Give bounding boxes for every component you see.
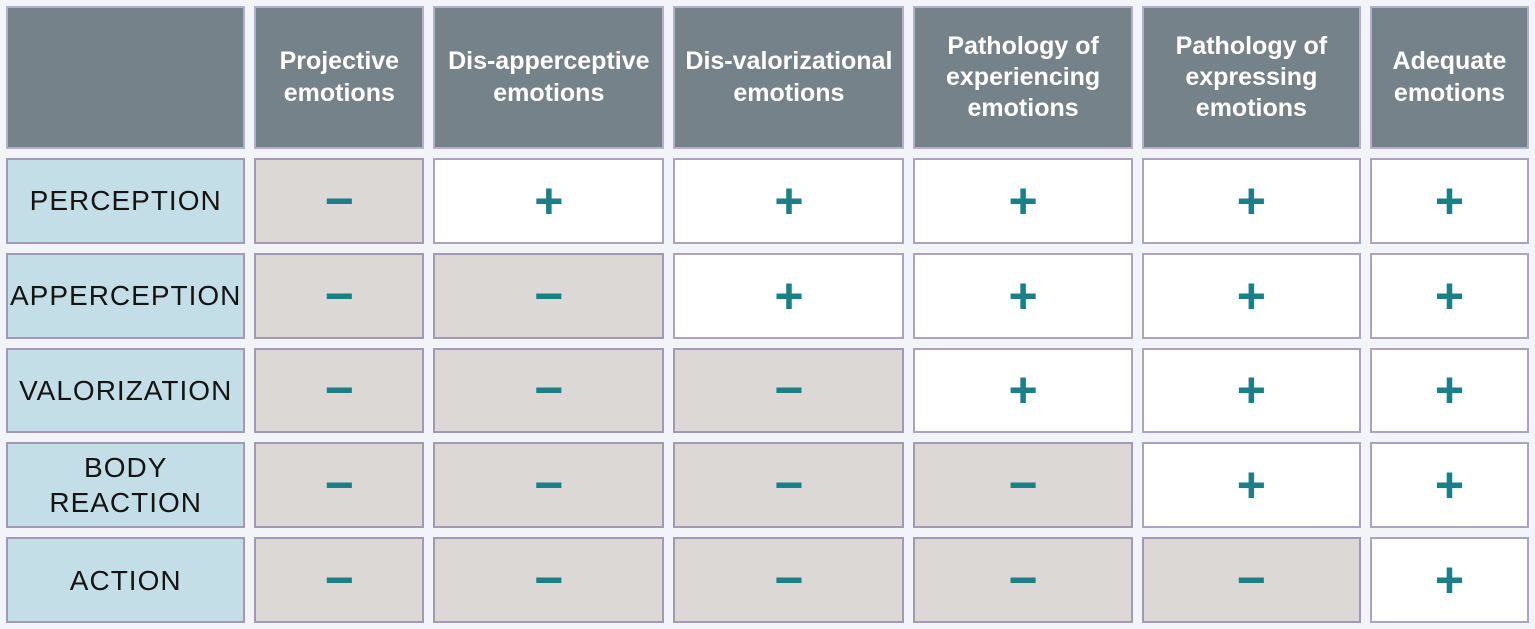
header-empty-cell (6, 6, 246, 149)
column-header-pathology-of-expressing-emotions: Pathology of expressing emotions (1141, 6, 1361, 149)
matrix-cell: − (673, 537, 905, 623)
column-header-dis-valorizational-emotions: Dis-valorizational emotions (673, 6, 905, 149)
matrix-cell: + (1369, 442, 1529, 529)
matrix-cell: − (913, 537, 1133, 623)
matrix-cell: − (433, 537, 665, 623)
row-label-valorization: VALORIZATION (6, 347, 246, 434)
row-label-apperception: APPERCEPTION (6, 252, 246, 339)
matrix-cell: + (1369, 347, 1529, 434)
matrix-cell: + (673, 158, 905, 244)
matrix-cell: + (673, 252, 905, 339)
matrix-cell: + (913, 347, 1133, 434)
matrix-cell: − (254, 442, 425, 529)
matrix-cell: − (254, 537, 425, 623)
matrix-cell: + (1141, 252, 1361, 339)
matrix-cell: − (254, 158, 425, 244)
column-header-adequate-emotions: Adequate emotions (1369, 6, 1529, 149)
column-header-projective-emotions: Projective emotions (254, 6, 425, 149)
matrix-cell: + (913, 252, 1133, 339)
matrix-cell: + (1369, 537, 1529, 623)
matrix-cell: − (673, 347, 905, 434)
matrix-cell: + (1369, 252, 1529, 339)
matrix-cell: − (673, 442, 905, 529)
row-label-perception: PERCEPTION (6, 158, 246, 244)
matrix-cell: + (1141, 347, 1361, 434)
column-header-dis-apperceptive-emotions: Dis-apperceptive emotions (433, 6, 665, 149)
matrix-cell: + (913, 158, 1133, 244)
matrix-cell: − (433, 347, 665, 434)
matrix-cell: + (433, 158, 665, 244)
matrix-cell: + (1369, 158, 1529, 244)
matrix-cell: − (433, 442, 665, 529)
matrix-cell: − (433, 252, 665, 339)
matrix-cell: + (1141, 442, 1361, 529)
matrix-cell: − (254, 252, 425, 339)
matrix-cell: − (913, 442, 1133, 529)
matrix-cell: − (254, 347, 425, 434)
matrix-cell: + (1141, 158, 1361, 244)
row-label-body-reaction: BODY REACTION (6, 442, 246, 529)
matrix-cell: − (1141, 537, 1361, 623)
column-header-pathology-of-experiencing-emotions: Pathology of experiencing emotions (913, 6, 1133, 149)
row-label-action: ACTION (6, 537, 246, 623)
